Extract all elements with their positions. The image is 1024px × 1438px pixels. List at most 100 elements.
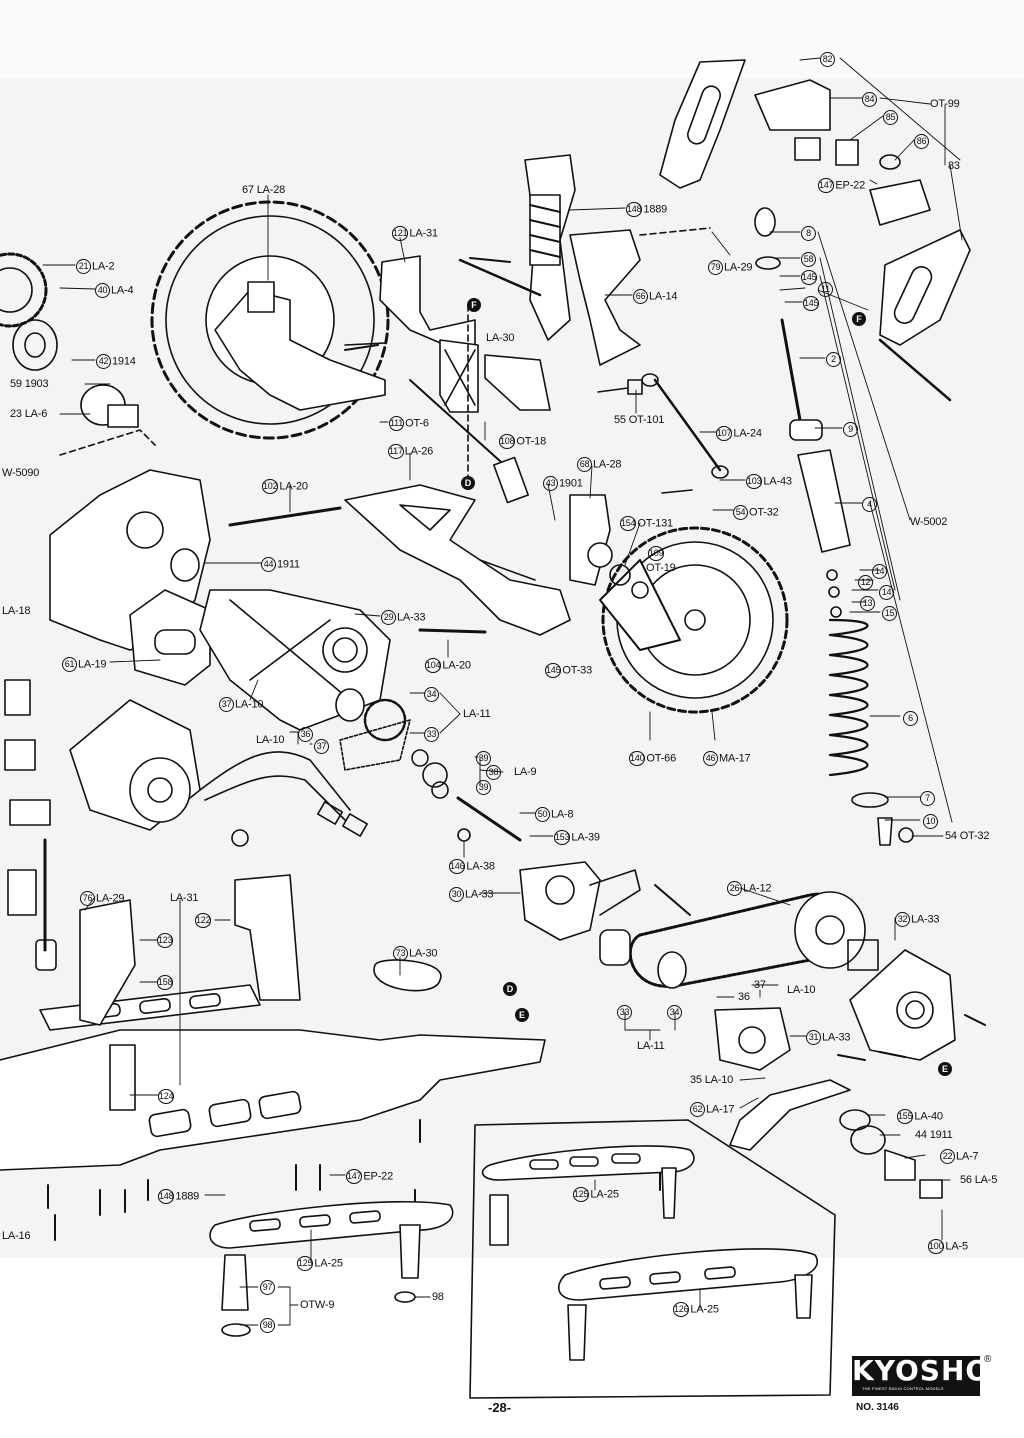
- callout-14-b: 14: [879, 585, 895, 600]
- marker-f: F: [852, 312, 866, 326]
- motor-plate-drawing: [49, 429, 211, 686]
- callout-39-b: 39: [476, 780, 492, 795]
- kyosho-logo: KYOSHO: [852, 1356, 989, 1396]
- callout-11: 11: [818, 282, 834, 297]
- callout-34-b: 34: [667, 1005, 683, 1020]
- callout-4: 4: [862, 497, 878, 512]
- page-top-margin: [0, 0, 1024, 78]
- pinion-gear-drawing: [0, 252, 139, 428]
- callout-la-18: LA-18: [2, 605, 31, 617]
- rear-wheel-drawing: [599, 526, 789, 714]
- marker-e: E: [515, 1008, 529, 1022]
- callout-44-1911-b: 44 1911: [915, 1129, 953, 1141]
- marker-d: D: [503, 982, 517, 996]
- axle-shaft-drawing: [228, 506, 522, 842]
- callout-12: 12: [858, 575, 874, 590]
- callout-97: 97: [260, 1280, 276, 1295]
- skid-plate-drawing: [209, 1200, 454, 1337]
- callout-109-ot-19: 109: [648, 546, 665, 561]
- callout-83: 83: [948, 160, 960, 172]
- callout-13: 13: [860, 596, 876, 611]
- callout-98-b: 98: [432, 1291, 444, 1303]
- right-bulkhead-drawing: [849, 949, 956, 1061]
- callout-59-1903: 59 1903: [10, 378, 49, 390]
- idler-gears-drawing: [335, 688, 449, 799]
- brand-tagline: THE FINEST RADIO CONTROL MODELS: [862, 1386, 944, 1391]
- marker-f: F: [467, 298, 481, 312]
- callout-la-10-b: LA-10: [787, 984, 816, 996]
- callout-85: 85: [883, 110, 899, 125]
- callout-10: 10: [923, 814, 939, 829]
- callout-33-a: 33: [424, 727, 440, 742]
- page-bottom-margin: [0, 1258, 1024, 1438]
- callout-36-a: 36: [298, 727, 314, 742]
- callout-14-a: 14: [872, 564, 888, 579]
- callout-37-a: 37: [314, 739, 330, 754]
- callout-158: 158: [157, 975, 174, 990]
- callout-145-b: 145: [803, 296, 820, 311]
- callout-15: 15: [882, 606, 898, 621]
- rear-arm-drawing: [344, 379, 571, 636]
- callout-82: 82: [820, 52, 836, 67]
- upper-bracket-drawing: [659, 59, 971, 402]
- callout-ot-19-text: OT-19: [646, 562, 676, 574]
- model-number: NO. 3146: [856, 1402, 899, 1413]
- callout-la-31: LA-31: [170, 892, 199, 904]
- callout-58: 58: [801, 252, 817, 267]
- callout-54-ot-32-b: 54 OT-32: [945, 830, 990, 842]
- callout-37-b: 37: [754, 979, 766, 991]
- callout-ot-99: OT-99: [930, 98, 960, 110]
- lower-bulkhead-drawing: [519, 861, 791, 1071]
- marker-e: E: [938, 1062, 952, 1076]
- brake-arm-drawing: [214, 281, 386, 411]
- callout-38: 38: [486, 765, 502, 780]
- belt-drive-drawing: [628, 891, 879, 989]
- marker-d: D: [461, 476, 475, 490]
- registered-mark: ®: [984, 1354, 992, 1365]
- callout-w-5002: W-5002: [910, 516, 948, 528]
- page-number: -28-: [488, 1400, 512, 1415]
- chassis-plate-drawing: [0, 874, 546, 1171]
- callout-36-b: 36: [738, 991, 750, 1003]
- callout-23-la-6: 23 LA-6: [10, 408, 48, 420]
- callout-6: 6: [903, 711, 919, 726]
- motor-drawing: [69, 699, 368, 847]
- callout-35-la-10: 35 LA-10: [690, 1074, 734, 1086]
- steering-arm-drawing: [729, 1079, 943, 1199]
- callout-34-a: 34: [424, 687, 440, 702]
- callout-124: 124: [158, 1089, 175, 1104]
- callout-86: 86: [914, 134, 930, 149]
- leader-lines: [42, 57, 963, 1326]
